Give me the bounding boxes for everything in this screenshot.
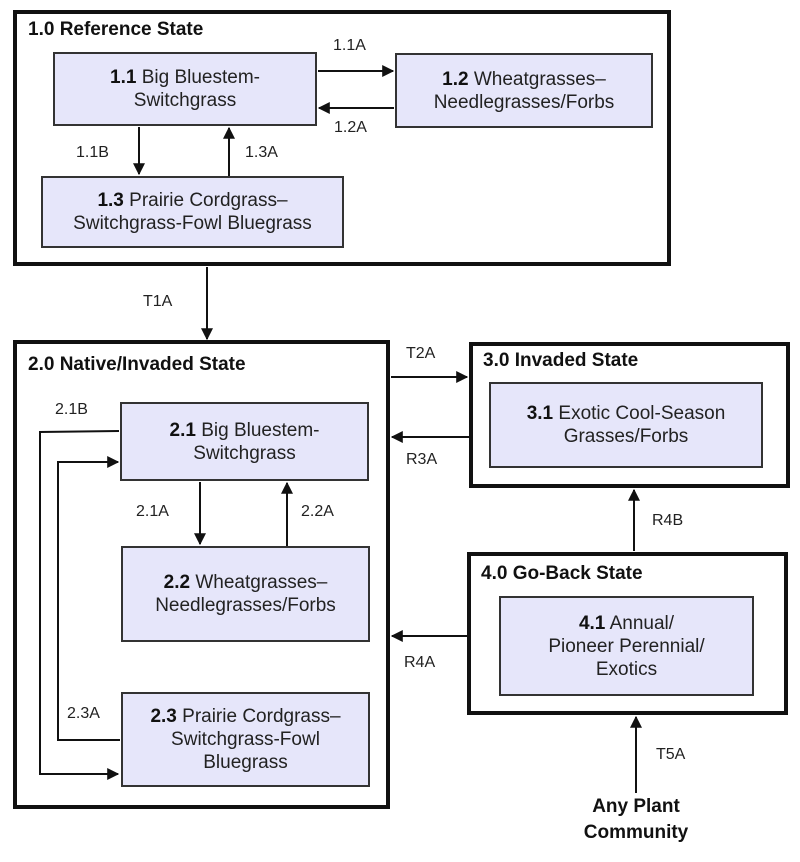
label-T1A: T1A bbox=[143, 293, 173, 310]
community-name: Exotics bbox=[595, 658, 658, 680]
community-name: Big Bluestem- bbox=[201, 419, 320, 441]
label-2-3A: 2.3A bbox=[67, 705, 100, 722]
community-name: Annual/ bbox=[609, 612, 675, 634]
community-2-1[interactable]: 2.1 Big Bluestem-Switchgrass bbox=[120, 402, 369, 481]
state-4-0-title: 4.0 Go-Back State bbox=[481, 563, 643, 584]
community-name: Pioneer Perennial/ bbox=[548, 635, 705, 657]
community-2-2[interactable]: 2.2 Wheatgrasses–Needlegrasses/Forbs bbox=[121, 546, 370, 642]
label-R4A: R4A bbox=[404, 654, 436, 671]
community-number: 1.3 bbox=[97, 190, 124, 211]
any-plant-line1: Any Plant bbox=[592, 796, 680, 817]
community-name: Prairie Cordgrass– bbox=[129, 190, 288, 211]
community-1-3[interactable]: 1.3 Prairie Cordgrass–Switchgrass-Fowl B… bbox=[41, 176, 344, 248]
community-number: 2.1 bbox=[169, 419, 196, 441]
label-T5A: T5A bbox=[656, 746, 686, 763]
community-name: Exotic Cool-Season bbox=[558, 403, 726, 424]
label-2-1B: 2.1B bbox=[55, 401, 88, 418]
community-number: 3.1 bbox=[526, 403, 554, 424]
label-1-1A: 1.1A bbox=[333, 37, 366, 54]
community-name: Bluegrass bbox=[203, 752, 288, 773]
community-name: Switchgrass-Fowl Bluegrass bbox=[73, 213, 312, 234]
state-2-0-title: 2.0 Native/Invaded State bbox=[28, 354, 246, 375]
community-name: Needlegrasses/Forbs bbox=[433, 91, 615, 113]
community-name: Prairie Cordgrass– bbox=[182, 706, 341, 727]
any-plant-line2: Community bbox=[583, 822, 689, 843]
community-number: 2.2 bbox=[163, 572, 191, 593]
community-number: 1.1 bbox=[110, 67, 137, 88]
community-number: 1.2 bbox=[442, 68, 469, 90]
community-4-1[interactable]: 4.1 Annual/Pioneer Perennial/Exotics bbox=[499, 596, 754, 696]
community-1-1[interactable]: 1.1 Big Bluestem-Switchgrass bbox=[53, 52, 317, 126]
any-plant-community-label: Any Plant Community bbox=[574, 794, 698, 846]
label-1-2A: 1.2A bbox=[334, 119, 367, 136]
community-number: 2.3 bbox=[150, 706, 177, 727]
state-3-0-title: 3.0 Invaded State bbox=[483, 350, 639, 371]
community-name: Big Bluestem- bbox=[141, 67, 260, 88]
community-name: Switchgrass bbox=[193, 442, 296, 464]
label-T2A: T2A bbox=[406, 345, 436, 362]
label-1-3A: 1.3A bbox=[245, 144, 278, 161]
community-name: Switchgrass-Fowl bbox=[171, 729, 320, 750]
community-name: Wheatgrasses– bbox=[195, 572, 328, 593]
community-number: 4.1 bbox=[578, 612, 606, 634]
community-name: Wheatgrasses– bbox=[473, 68, 606, 90]
label-R3A: R3A bbox=[406, 451, 438, 468]
community-1-2[interactable]: 1.2 Wheatgrasses–Needlegrasses/Forbs bbox=[395, 53, 653, 128]
community-name: Switchgrass bbox=[133, 90, 237, 111]
community-name: Needlegrasses/Forbs bbox=[155, 595, 336, 616]
label-1-1B: 1.1B bbox=[76, 144, 109, 161]
state-1-0-title: 1.0 Reference State bbox=[28, 19, 204, 40]
label-R4B: R4B bbox=[652, 512, 684, 529]
label-2-2A: 2.2A bbox=[301, 503, 334, 520]
community-name: Grasses/Forbs bbox=[563, 426, 689, 447]
label-2-1A: 2.1A bbox=[136, 503, 169, 520]
